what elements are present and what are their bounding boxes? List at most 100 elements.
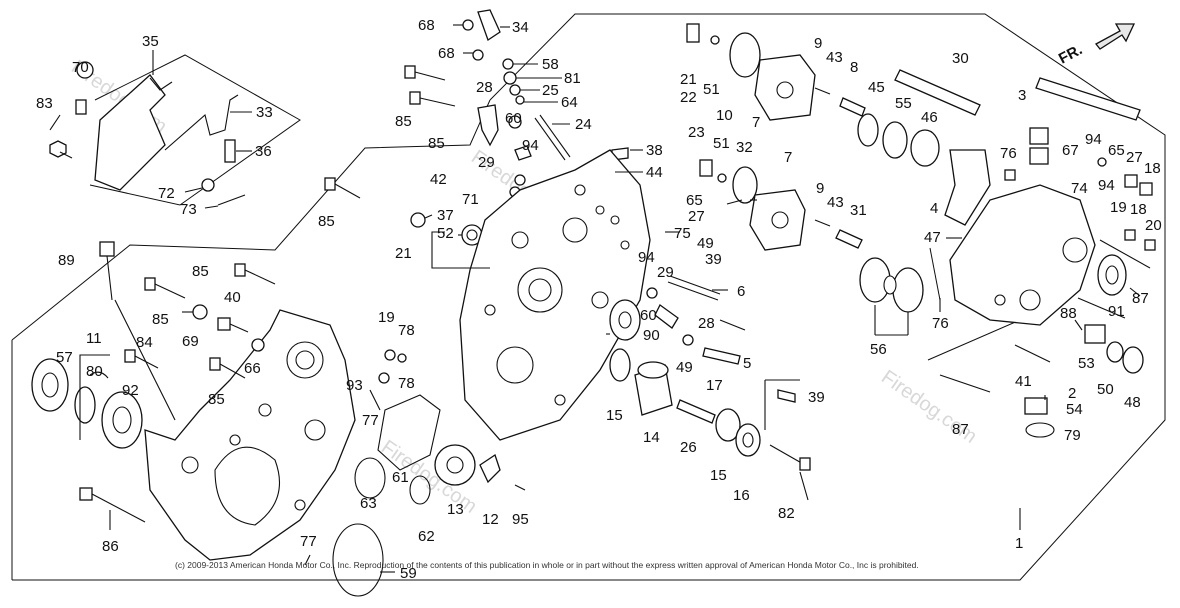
part-label: 61 xyxy=(392,469,409,486)
part-label: 92 xyxy=(122,382,139,399)
part-label: 85 xyxy=(192,263,209,280)
part-label: 11 xyxy=(86,330,102,347)
part-label: 42 xyxy=(430,171,447,188)
part-label: 65 xyxy=(686,192,703,209)
housing-2 xyxy=(949,184,1096,326)
part-label: 32 xyxy=(736,139,753,156)
part-label: 89 xyxy=(58,252,75,269)
part-label: 87 xyxy=(952,421,969,438)
part-label: 54 xyxy=(1066,401,1083,418)
collar-83 xyxy=(75,99,87,115)
part-label: 33 xyxy=(256,104,273,121)
part-label: 81 xyxy=(564,70,581,87)
part-label: 59 xyxy=(400,565,417,582)
part-label: 65 xyxy=(1108,142,1125,159)
part-label: 1 xyxy=(1015,535,1023,552)
part-label: 85 xyxy=(395,113,412,130)
part-label: 94 xyxy=(1085,131,1102,148)
part-label: 38 xyxy=(646,142,663,159)
part-label: 2 xyxy=(1068,385,1076,402)
part-label: 6 xyxy=(737,283,745,300)
part-label: 16 xyxy=(733,487,750,504)
part-label: 29 xyxy=(657,264,674,281)
part-label: 53 xyxy=(1078,355,1095,372)
part-label: 87 xyxy=(1132,290,1149,307)
part-label: 15 xyxy=(710,467,727,484)
part-label: 60 xyxy=(505,110,522,127)
part-label: 28 xyxy=(476,79,493,96)
part-label: 82 xyxy=(778,505,795,522)
part-label: 50 xyxy=(1097,381,1114,398)
part-label: 86 xyxy=(102,538,119,555)
part-label: 39 xyxy=(808,389,825,406)
part-label: 77 xyxy=(300,533,317,550)
part-label: 62 xyxy=(418,528,435,545)
part-label: 43 xyxy=(826,49,843,66)
part-label: 74 xyxy=(1071,180,1088,197)
part-label: 4 xyxy=(930,200,938,217)
part-label: 29 xyxy=(478,154,495,171)
part-label: 52 xyxy=(437,225,454,242)
part-label: 93 xyxy=(346,377,363,394)
part-label: 71 xyxy=(462,191,479,208)
part-label: 91 xyxy=(1108,303,1125,320)
part-label: 78 xyxy=(398,375,415,392)
part-label: 44 xyxy=(646,164,663,181)
part-label: 19 xyxy=(378,309,395,326)
part-label: 24 xyxy=(575,116,592,133)
part-label: 43 xyxy=(827,194,844,211)
part-label: 21 xyxy=(395,245,412,262)
part-label: 47 xyxy=(924,229,941,246)
spring-36 xyxy=(224,139,236,163)
part-label: 77 xyxy=(362,412,379,429)
part-label: 39 xyxy=(705,251,722,268)
part-label: 69 xyxy=(182,333,199,350)
part-label: 76 xyxy=(932,315,949,332)
part-label: 95 xyxy=(512,511,529,528)
part-label: 46 xyxy=(921,109,938,126)
part-label: 84 xyxy=(136,334,153,351)
part-label: 72 xyxy=(158,185,175,202)
leader-lines xyxy=(49,24,1141,573)
part-label: 7 xyxy=(752,114,760,131)
part-label: 68 xyxy=(438,45,455,62)
part-label: 75 xyxy=(674,225,691,242)
part-label: 8 xyxy=(850,59,858,76)
part-label: 5 xyxy=(743,355,751,372)
part-label: 60 xyxy=(640,307,657,324)
front-direction-indicator: FR. xyxy=(1056,23,1136,68)
part-label: 31 xyxy=(850,202,867,219)
part-label: 88 xyxy=(1060,305,1077,322)
part-label: 41 xyxy=(1015,373,1032,390)
part-label: 85 xyxy=(152,311,169,328)
part-label: 20 xyxy=(1145,217,1162,234)
washer-72 xyxy=(201,178,215,192)
part-label: 80 xyxy=(86,363,103,380)
pin-73 xyxy=(217,194,246,206)
front-arrow-icon xyxy=(1095,23,1136,50)
part-label: 37 xyxy=(437,207,454,224)
part-label: 23 xyxy=(688,124,705,141)
part-label: 28 xyxy=(698,315,715,332)
copyright-notice: (c) 2009-2013 American Honda Motor Co., … xyxy=(175,560,919,570)
part-label: 49 xyxy=(676,359,693,376)
gasket-61 xyxy=(377,394,441,471)
part-label: 58 xyxy=(542,56,559,73)
part-label: 30 xyxy=(952,50,969,67)
part-label: 34 xyxy=(512,19,529,36)
part-label: 51 xyxy=(713,135,730,152)
part-label: 64 xyxy=(561,94,578,111)
part-label: 78 xyxy=(398,322,415,339)
part-label: 94 xyxy=(1098,177,1115,194)
part-label: 94 xyxy=(638,249,655,266)
part-label: 51 xyxy=(703,81,720,98)
part-label: 19 xyxy=(1110,199,1127,216)
part-label: 18 xyxy=(1130,201,1147,218)
part-label: 79 xyxy=(1064,427,1081,444)
part-label: 17 xyxy=(706,377,723,394)
part-label: 15 xyxy=(606,407,623,424)
part-label: 85 xyxy=(428,135,445,152)
part-label: 49 xyxy=(697,235,714,252)
part-label: 48 xyxy=(1124,394,1141,411)
